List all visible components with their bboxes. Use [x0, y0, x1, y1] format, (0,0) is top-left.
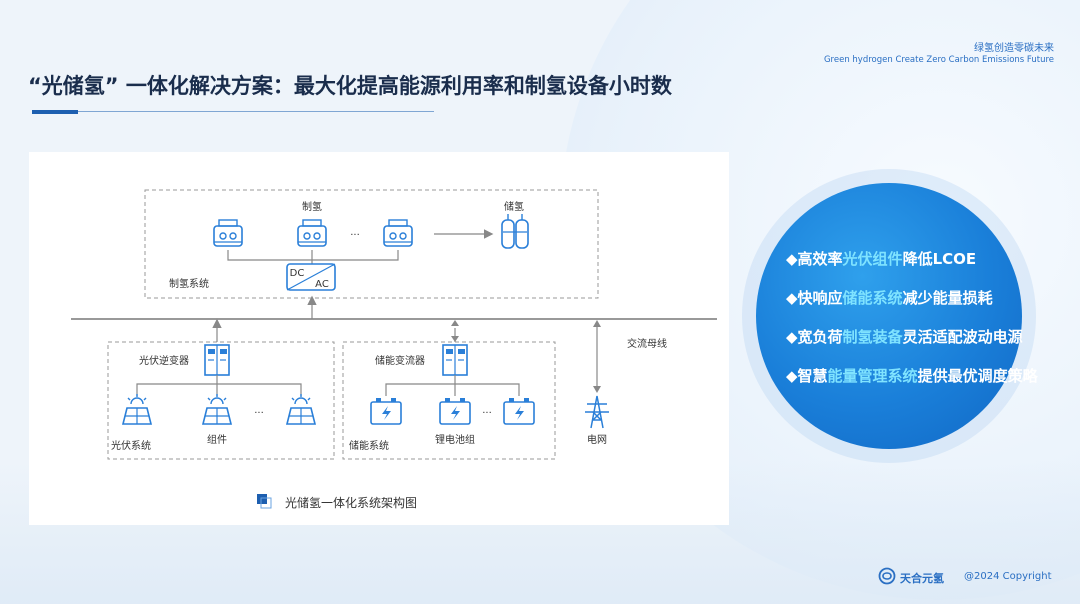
pcs-icon: [442, 344, 468, 376]
ess-box: [342, 341, 556, 460]
ellipsis: ···: [254, 408, 264, 419]
highlight-item: ◆快响应储能系统减少能量损耗: [786, 289, 993, 307]
highlights-circle: [756, 183, 1022, 449]
label-dc: DC: [290, 268, 305, 279]
pv-inverter-icon: [204, 344, 230, 376]
grid-tower-icon: [585, 395, 609, 429]
solar-panel-icon: [202, 393, 232, 425]
electrolyzer-icon: [297, 219, 327, 247]
diagram-panel: 制氢 储氢 ··· DC AC 制氢系统 交流母线 光伏逆变器: [29, 152, 729, 525]
ess-busbar: [385, 383, 520, 396]
pv-busbar: [136, 383, 302, 396]
electrolyzer-icon: [213, 219, 243, 247]
label-pv-inverter: 光伏逆变器: [139, 354, 189, 367]
label-pv-system: 光伏系统: [111, 439, 151, 452]
label-battery: 锂电池组: [435, 433, 475, 446]
title-underline-accent: [32, 110, 78, 114]
tagline-cn: 绿氢创造零碳未来: [974, 43, 1054, 54]
label-grid: 电网: [587, 433, 607, 446]
title-underline: [78, 111, 434, 112]
label-pcs: 储能变流器: [375, 354, 425, 367]
label-ac-bus: 交流母线: [627, 337, 667, 350]
label-h2-storage: 储氢: [504, 200, 524, 213]
highlight-item: ◆高效率光伏组件降低LCOE: [786, 250, 977, 268]
ellipsis: ···: [350, 230, 360, 241]
battery-icon: [370, 397, 402, 425]
label-ess: 储能系统: [349, 439, 389, 452]
company-logo-icon: [878, 567, 896, 585]
highlight-item: ◆智慧能量管理系统提供最优调度策略: [786, 367, 1038, 385]
tagline-en: Green hydrogen Create Zero Carbon Emissi…: [823, 55, 1054, 65]
label-modules: 组件: [207, 433, 227, 446]
label-electrolysis: 制氢: [302, 200, 322, 213]
battery-icon: [439, 397, 471, 425]
electrolyzer-icon: [383, 219, 413, 247]
page-title: “光储氢” 一体化解决方案：最大化提高能源利用率和制氢设备小时数: [28, 74, 672, 98]
h2-system-box: [144, 189, 599, 299]
highlight-item: ◆宽负荷制氢装备灵活适配波动电源: [786, 328, 1023, 346]
solar-panel-icon: [286, 393, 316, 425]
solar-panel-icon: [122, 393, 152, 425]
diagram-caption: 光储氢一体化系统架构图: [285, 496, 418, 510]
label-ac: AC: [315, 279, 329, 290]
electrolyzer-busbar: [227, 250, 399, 261]
battery-icon: [503, 397, 535, 425]
architecture-diagram: 制氢 储氢 ··· DC AC 制氢系统 交流母线 光伏逆变器: [71, 189, 717, 460]
h2-tank-icon: [501, 214, 529, 249]
label-h2-system: 制氢系统: [169, 277, 209, 290]
copyright: @2024 Copyright: [964, 571, 1052, 582]
pv-system-box: [107, 341, 335, 460]
caption-square-icon: [257, 494, 272, 509]
dcac-converter-icon: [286, 263, 336, 291]
company-name: 天合元氢: [900, 572, 944, 585]
ellipsis: ···: [482, 408, 492, 419]
